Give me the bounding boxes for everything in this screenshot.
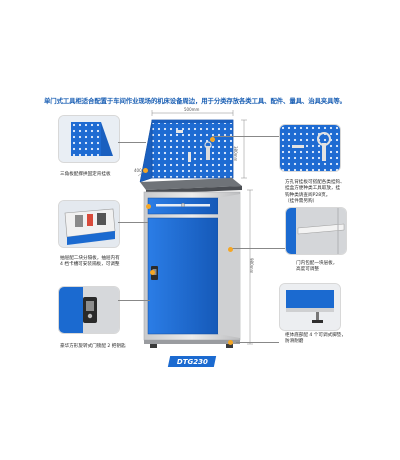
caption-hook-line2: 挂盒方便种类工具取放，挂 <box>285 186 341 192</box>
thumb-drawer <box>58 200 120 248</box>
feet-illustration <box>280 284 340 330</box>
dimension-depth: 400mm <box>134 168 150 173</box>
caption-shelf-line1: 门内包配一块层板， <box>296 261 338 266</box>
side-panel-illustration <box>59 116 119 162</box>
lock-illustration <box>59 287 119 333</box>
caption-hook-line1: 方孔背挂板可搭配各类挂钩、 <box>285 180 345 185</box>
thumb-hook-panel <box>279 124 341 172</box>
marker-feet-icon <box>228 340 233 345</box>
marker-drawer-icon <box>146 204 151 209</box>
worktop <box>140 178 242 194</box>
leader-hook-panel <box>212 136 279 137</box>
leader-drawer <box>118 222 148 223</box>
caption-hook-line3: 钩种类请查阅P28页。 <box>285 192 331 198</box>
marker-side-panel-icon <box>143 168 148 173</box>
leader-lock <box>118 300 150 301</box>
cabinet-body <box>143 191 241 348</box>
marker-hook-panel-icon <box>210 137 215 142</box>
caption-feet-line2: 防滑耐磨 <box>285 339 304 345</box>
caption-side-panel: 三角板配撑拱固定背挂板 <box>60 172 111 177</box>
hook-panel-illustration <box>280 125 340 171</box>
headline: 单门式工具柜适合配置于车间作业现场的机床设备周边，用于分类存放各类工具、配件、量… <box>44 97 346 105</box>
caption-drawer-line2: 4 档卡槽可安装隔板，可调整 <box>60 262 120 268</box>
caption-hook-line4: （挂件需另购） <box>285 199 318 205</box>
model-label: DTG230 <box>167 356 217 367</box>
caption-hook-panel: 方孔背挂板可搭配各类挂钩、 挂盒方便种类工具取放，挂 钩种类请查阅P28页。 （… <box>285 180 345 206</box>
caption-drawer-line1: 抽屉配二块分隔板，抽屉内有 <box>60 256 120 261</box>
leader-shelf <box>230 248 285 249</box>
thumb-lock <box>58 286 120 334</box>
dimension-upper-height: 380mm <box>233 146 238 162</box>
dimension-lines <box>137 110 253 345</box>
marker-lock-icon <box>150 270 155 275</box>
marker-shelf-icon <box>228 247 233 252</box>
thumb-side-panel <box>58 115 120 163</box>
drawer-illustration <box>59 201 119 247</box>
thumb-shelf <box>285 207 347 255</box>
leader-side-panel <box>118 142 146 143</box>
thumb-feet <box>279 283 341 331</box>
dimension-lower-height: 980mm <box>249 258 254 274</box>
caption-lock: 豪华方形旋转式门锁配 2 把钥匙 <box>60 344 126 349</box>
caption-shelf: 门内包配一块层板， 高度可调整 <box>296 261 337 274</box>
dimension-width: 500mm <box>184 107 200 112</box>
caption-feet: 柜体底部配 4 个可调式脚垫， 防滑耐磨 <box>285 333 346 346</box>
caption-shelf-line2: 高度可调整 <box>296 267 319 273</box>
pegboard-panel <box>139 119 234 183</box>
shelf-illustration <box>286 208 346 254</box>
caption-drawer: 抽屉配二块分隔板，抽屉内有 4 档卡槽可安装隔板，可调整 <box>60 256 120 269</box>
leader-feet <box>236 342 279 343</box>
caption-feet-line1: 柜体底部配 4 个可调式脚垫， <box>285 333 346 338</box>
